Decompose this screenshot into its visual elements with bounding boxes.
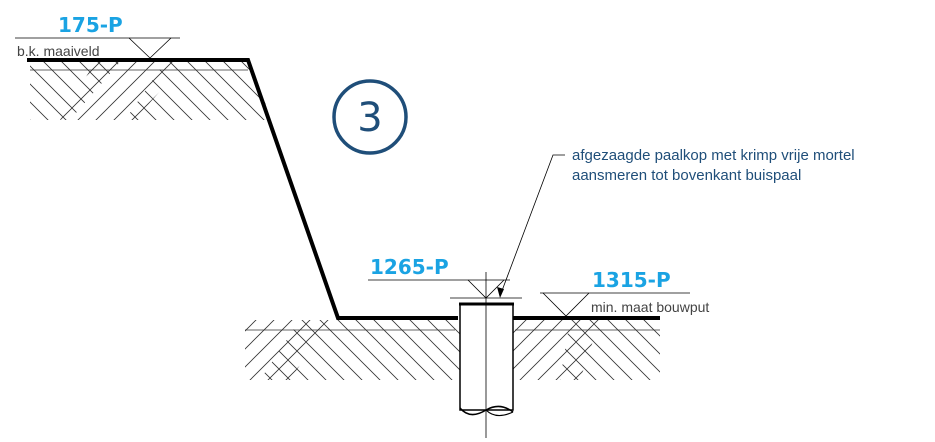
lower-soil-hatching (245, 320, 660, 380)
ground-profile (27, 58, 458, 320)
pit-bottom-level-label: min. maat bouwput (591, 299, 709, 315)
annotation-leader (497, 154, 565, 298)
ground-level-value: 175-P (58, 13, 123, 37)
ground-level-label: b.k. maaiveld (17, 43, 99, 59)
ground-level-marker (15, 37, 180, 59)
pile (459, 302, 514, 417)
upper-soil-hatching (30, 62, 272, 120)
step-number: 3 (357, 95, 382, 141)
annotation-line-2: aansmeren tot bovenkant buispaal (572, 167, 801, 184)
pile-top-level-marker (368, 279, 510, 299)
annotation-line-1: afgezaagde paalkop met krimp vrije morte… (572, 147, 855, 164)
pit-bottom-level-value: 1315-P (592, 268, 671, 292)
pit-bottom-level-marker (540, 292, 690, 317)
pile-top-level-value: 1265-P (370, 255, 449, 279)
step-circle (332, 79, 408, 155)
